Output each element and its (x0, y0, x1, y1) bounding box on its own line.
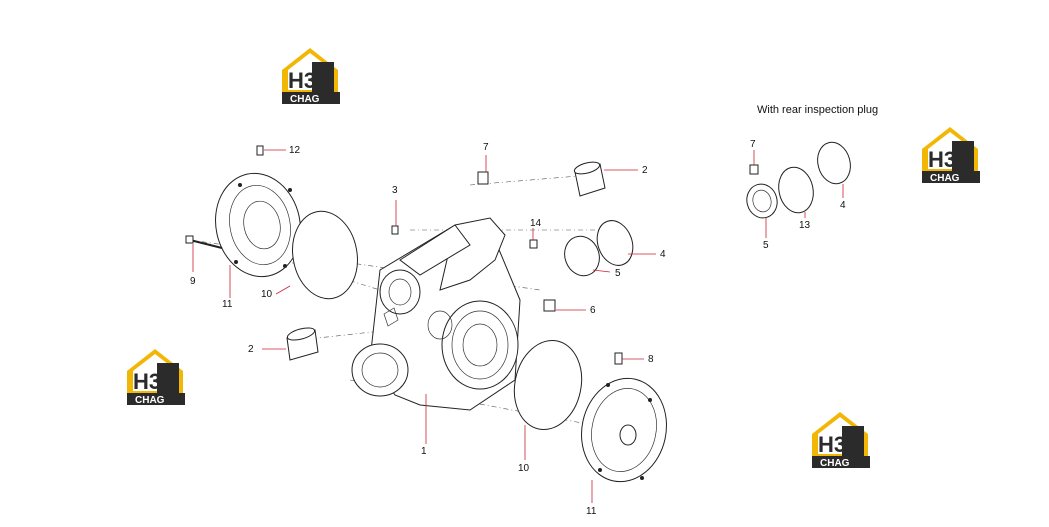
logo-word: CHAG (930, 173, 960, 184)
callout-14: 14 (530, 218, 542, 229)
callout-5: 5 (615, 268, 621, 279)
logo-word: CHAG (135, 395, 165, 406)
inset-callout-13: 13 (799, 220, 811, 231)
logo-mark: H3 (818, 432, 846, 457)
logo-word: CHAG (820, 458, 850, 469)
callout-11-right: 11 (586, 506, 597, 517)
bushing-2-left-part (286, 327, 319, 361)
logo-mark: H3 (133, 369, 161, 394)
callout-8: 8 (648, 354, 654, 365)
plug-7-part (477, 171, 489, 185)
callout-11-left: 11 (222, 299, 233, 310)
inset-callout-5: 5 (763, 240, 769, 251)
callout-7: 7 (483, 142, 489, 153)
callout-2-right: 2 (642, 165, 648, 176)
callout-10-left: 10 (261, 289, 273, 300)
screw-12-part (256, 145, 264, 156)
brand-logo-right: H3 CHAG (922, 127, 980, 184)
callout-1: 1 (421, 446, 427, 457)
inset-callout-4: 4 (840, 200, 846, 211)
brand-logo-bottom: H3 CHAG (812, 412, 870, 469)
inset-caption: With rear inspection plug (757, 104, 878, 116)
callout-10-right: 10 (518, 463, 530, 474)
inset-parts (746, 141, 851, 219)
callout-2-left: 2 (248, 344, 254, 355)
plug-6-part (543, 299, 556, 312)
callout-4: 4 (660, 249, 666, 260)
inset-callout-7: 7 (750, 139, 756, 150)
leader-lines (192, 149, 844, 503)
logo-mark: H3 (288, 68, 316, 93)
right-cover-part (581, 377, 667, 483)
plug-3-part (391, 225, 399, 235)
bushing-2-right-part (573, 161, 606, 197)
gasket-10-right-part (513, 339, 583, 431)
grease-fitting-8-part (614, 352, 623, 365)
callout-12: 12 (289, 145, 301, 156)
callout-6: 6 (590, 305, 596, 316)
logo-mark: H3 (928, 147, 956, 172)
plug-14-part (529, 239, 538, 249)
brand-logo-top: H3 CHAG (282, 48, 340, 105)
callout-9: 9 (190, 276, 196, 287)
logo-word: CHAG (290, 94, 320, 105)
bolt-9-part (185, 235, 223, 249)
left-cover-part (215, 172, 301, 278)
callout-3: 3 (392, 185, 398, 196)
snap-ring-4-part (596, 220, 634, 266)
main-housing-part (351, 217, 521, 411)
ring-5-part (564, 235, 600, 277)
brand-logo-left: H3 CHAG (127, 349, 185, 406)
gasket-10-left-part (292, 210, 358, 300)
